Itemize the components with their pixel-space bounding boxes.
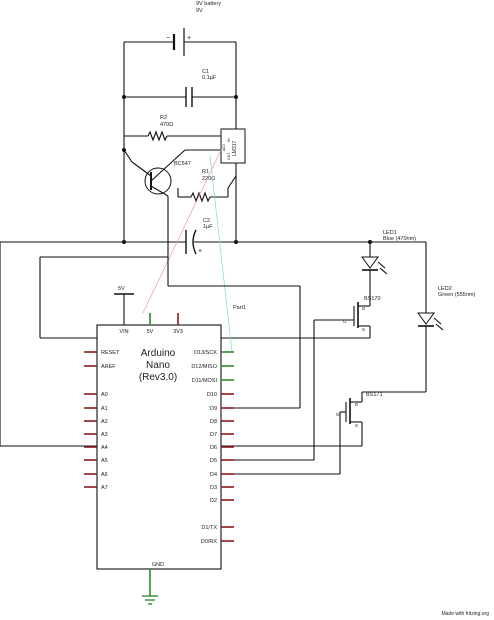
transistor-bc547: BC547 [122, 148, 191, 252]
right-pin-d10: D10 [207, 392, 217, 398]
right-pin-d1: D1/TX [201, 525, 217, 531]
arduino-title-1: Arduino [141, 348, 176, 359]
ratsnest-cyan [209, 155, 233, 353]
right-pin-d4: D4 [210, 472, 217, 478]
led2: LED2 Green (555nm) [417, 242, 475, 392]
top-pin-vin: VIN [119, 329, 128, 335]
capacitor-c1: C1 0.1µF [122, 69, 238, 107]
battery-title: 9V battery [196, 1, 221, 7]
top-pin-5v: 5V [147, 329, 154, 335]
bs170-s: S [362, 327, 365, 332]
ic-pin-in: IN [227, 138, 231, 142]
q-name: BC547 [174, 161, 191, 167]
right-pin-d12: D12/MISO [191, 364, 217, 370]
r1-value: 220Ω [202, 176, 215, 182]
right-pin-d11: D11/MOSI [192, 378, 218, 384]
left-pin-a0: A0 [101, 392, 108, 398]
right-pin-d6: D6 [210, 445, 217, 451]
right-pin-d0: D0/RX [201, 539, 218, 545]
bs170-g: G [343, 319, 347, 324]
resistor-r2: R2 470Ω [124, 115, 186, 142]
bs170-d: D [362, 306, 366, 311]
battery-value: 9V [196, 8, 203, 14]
r2-name: R2 [160, 115, 167, 121]
left-pin-a4: A4 [101, 445, 108, 451]
c2-value: 1µF [203, 224, 213, 230]
left-pin-reset: RESET [101, 350, 120, 356]
battery-plus: + [187, 35, 191, 42]
arduino-title-2: Nano [146, 360, 170, 371]
right-pin-d9: D9 [210, 406, 217, 412]
arduino-nano: Arduino Nano (Rev3.0) VIN 5V 3V3 RESET A… [84, 313, 234, 596]
right-pin-d5: D5 [210, 458, 217, 464]
ic-name: LM317 [232, 140, 238, 156]
left-pin-a1: A1 [101, 406, 108, 412]
part-label: Part1 [233, 305, 246, 311]
left-pin-a7: A7 [101, 485, 108, 491]
bs171-g: G [336, 412, 340, 417]
bs171-name: BS171 [366, 392, 383, 398]
left-pin-a2: A2 [101, 419, 108, 425]
c2-name: C2 [203, 218, 210, 224]
left-pin-aref: AREF [101, 364, 116, 370]
bs171-s: S [355, 423, 358, 428]
r1-name: R1 [202, 169, 209, 175]
led2-name: LED2 [438, 286, 452, 292]
regulator-lm317: LM317 IN OUT ADJ [185, 128, 246, 242]
right-pins: D13/SCK D12/MISO D11/MOSI D10 D9 D8 D7 D… [191, 350, 234, 545]
led2-value: Green (555nm) [438, 292, 475, 298]
led1: LED1 Blue (470nm) [361, 230, 416, 294]
ground-symbol [142, 595, 158, 605]
footer-credit: Made with fritzing.org [441, 611, 489, 617]
battery: − + 9V battery 9V [124, 1, 236, 56]
right-pin-d7: D7 [210, 432, 217, 438]
left-pin-a3: A3 [101, 432, 108, 438]
left-pin-a6: A6 [101, 472, 108, 478]
ratsnest-red [142, 147, 223, 314]
resistor-r1: R1 220Ω [177, 169, 229, 203]
right-pin-d3: D3 [210, 485, 217, 491]
r2-value: 470Ω [160, 122, 173, 128]
ic-pin-out: OUT [227, 152, 231, 160]
right-pin-d2: D2 [210, 498, 217, 504]
bs171-d: D [355, 402, 359, 407]
battery-minus: − [166, 35, 170, 42]
top-pin-3v3: 3V3 [173, 329, 183, 335]
right-pin-d13: D13/SCK [194, 350, 217, 356]
led1-value: Blue (470nm) [383, 236, 416, 242]
bottom-pin-gnd: GND [152, 562, 164, 568]
right-pin-d8: D8 [210, 419, 217, 425]
arduino-title-3: (Rev3.0) [139, 372, 177, 383]
supply-5v: 5V [114, 286, 134, 325]
c2-plus: + [198, 248, 202, 255]
c1-name: C1 [202, 69, 209, 75]
led1-name: LED1 [383, 230, 397, 236]
left-pins: RESET AREF A0 A1 A2 A3 A4 A5 A6 A7 [84, 350, 120, 491]
supply-label: 5V [118, 286, 125, 292]
bs170-name: BS170 [364, 296, 381, 302]
left-pin-a5: A5 [101, 458, 108, 464]
c1-value: 0.1µF [202, 75, 217, 81]
ic-pin-adj: ADJ [222, 144, 226, 151]
capacitor-c2: C2 1µF + [0, 218, 426, 446]
